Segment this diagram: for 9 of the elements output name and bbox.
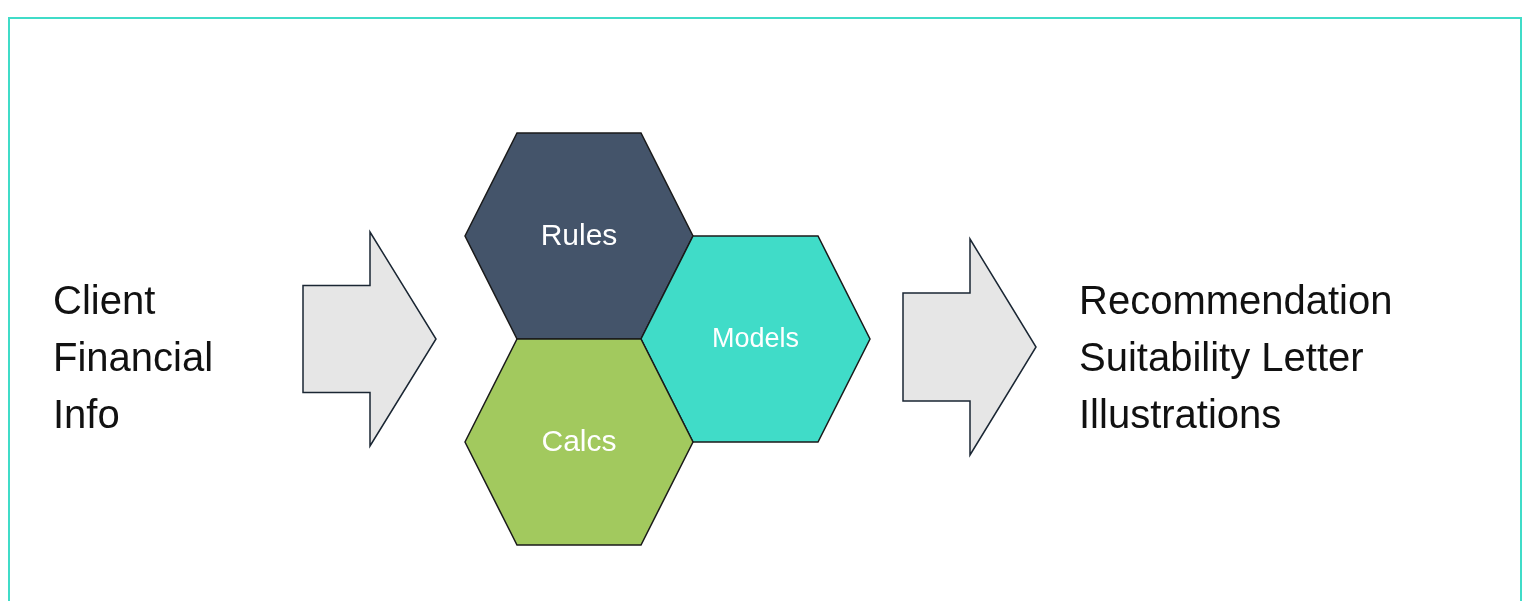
hexagon-label: Rules bbox=[539, 218, 619, 252]
flow-label: Suitability Letter bbox=[1079, 334, 1365, 381]
flow-label: Illustrations bbox=[1079, 391, 1283, 438]
hexagon-label: Calcs bbox=[540, 424, 618, 458]
block-arrow bbox=[902, 236, 1037, 458]
hexagon-label: Models bbox=[710, 322, 800, 354]
flow-label: Recommendation bbox=[1079, 277, 1394, 324]
block-arrow bbox=[302, 229, 437, 449]
flow-label: Client Financial Info bbox=[53, 277, 215, 438]
